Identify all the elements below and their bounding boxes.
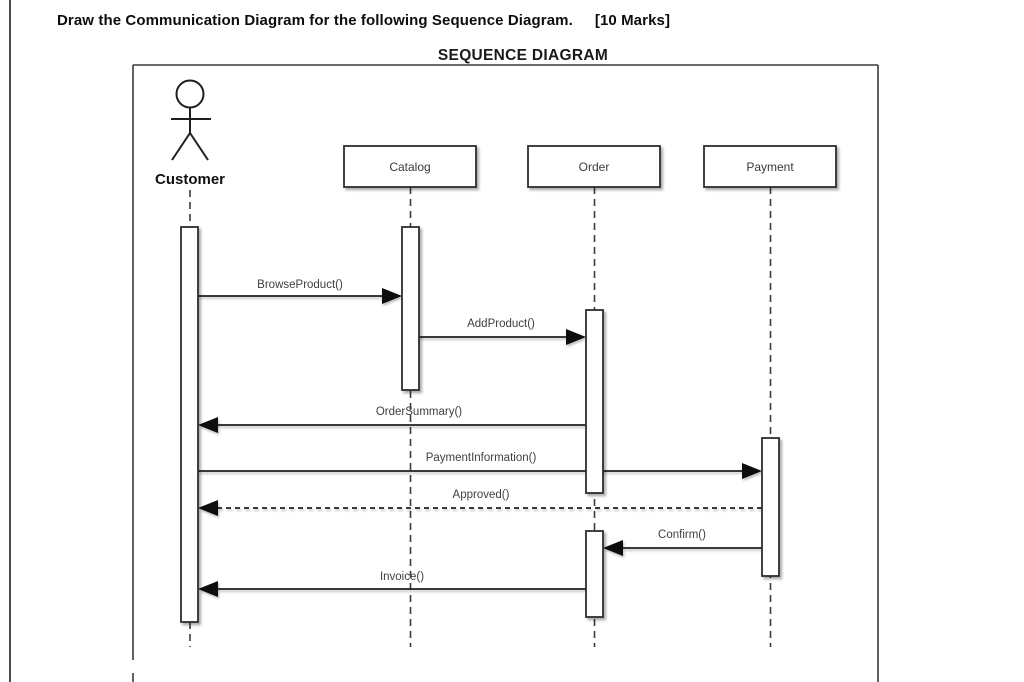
message-invoice — [198, 581, 586, 597]
message-label-invoice: Invoice() — [380, 571, 424, 583]
activation-bar-payment — [761, 437, 780, 577]
message-paymentinformation-arrowhead — [742, 463, 762, 479]
object-box-order — [527, 145, 661, 188]
actor-left-leg — [171, 132, 191, 161]
message-confirm-arrowhead — [603, 540, 623, 556]
message-addproduct — [419, 329, 586, 345]
message-ordersummary — [198, 417, 586, 433]
object-label-order: Order — [579, 160, 610, 174]
object-label-payment: Payment — [746, 160, 794, 174]
message-invoice-arrowhead — [198, 581, 218, 597]
message-label-confirm: Confirm() — [658, 529, 706, 541]
messages — [198, 288, 762, 597]
sequence-diagram-heading: SEQUENCE DIAGRAM — [438, 47, 608, 64]
message-confirm — [603, 540, 762, 556]
actor-right-leg — [189, 132, 209, 161]
message-browseproduct-arrowhead — [382, 288, 402, 304]
page-left-edge-line — [9, 0, 11, 682]
activation-bars — [180, 226, 780, 623]
actor-label-customer: Customer — [155, 171, 225, 188]
object-label-catalog: Catalog — [389, 160, 430, 174]
message-label-paymentinformation: PaymentInformation() — [426, 452, 537, 464]
message-approved-arrowhead — [198, 500, 218, 516]
activation-bar-customer — [180, 226, 199, 623]
message-label-approved: Approved() — [453, 489, 510, 501]
message-approved — [198, 500, 762, 516]
message-ordersummary-arrowhead — [198, 417, 218, 433]
question-text: Draw the Communication Diagram for the f… — [57, 12, 573, 29]
object-boxes: Catalog Order Payment — [343, 145, 837, 188]
activation-bar-order-1 — [585, 309, 604, 494]
marks-label: [10 Marks] — [594, 12, 671, 29]
lifelines — [189, 187, 772, 647]
message-label-browseproduct: BrowseProduct() — [257, 279, 343, 291]
message-labels: BrowseProduct() AddProduct() OrderSummar… — [257, 279, 706, 583]
question-line: Draw the Communication Diagram for the f… — [57, 12, 670, 29]
message-browseproduct — [198, 288, 402, 304]
customer-actor-icon — [171, 79, 211, 161]
object-box-catalog — [343, 145, 477, 188]
activation-bar-catalog — [401, 226, 420, 391]
diagram-frame — [132, 64, 879, 682]
message-addproduct-arrowhead — [566, 329, 586, 345]
message-label-addproduct: AddProduct() — [467, 318, 535, 330]
message-label-ordersummary: OrderSummary() — [376, 406, 462, 418]
message-paymentinformation — [198, 463, 762, 479]
activation-bar-order-2 — [585, 530, 604, 618]
actor-head — [175, 79, 205, 109]
object-box-payment — [703, 145, 837, 188]
